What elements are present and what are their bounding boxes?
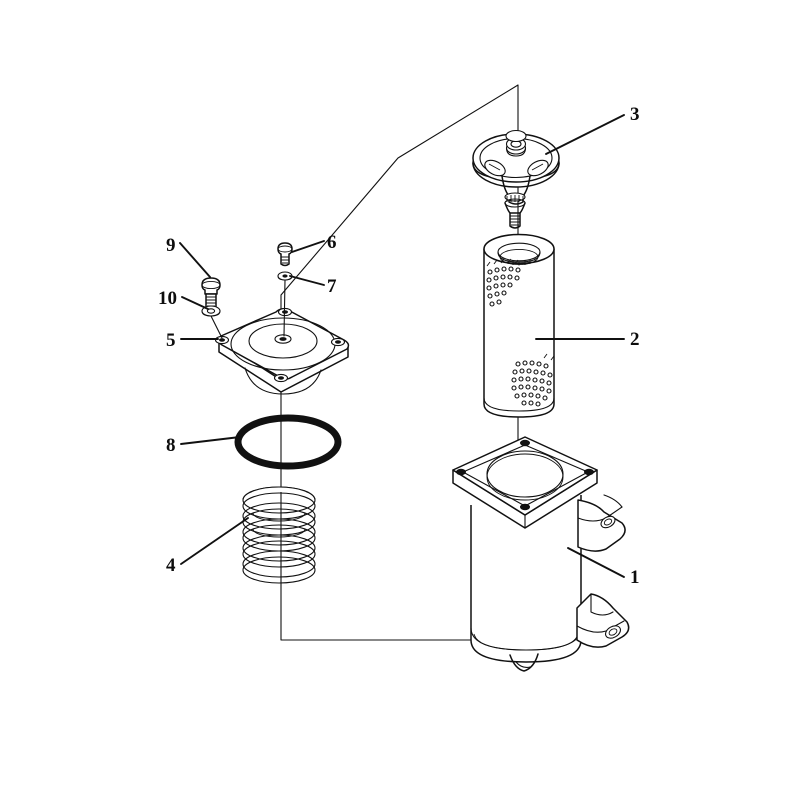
part-o-ring-seal bbox=[234, 414, 342, 470]
filter-perforation-lower bbox=[511, 353, 555, 407]
callout-label-2: 2 bbox=[630, 329, 640, 350]
part-drain-plug-bolt bbox=[201, 277, 221, 311]
part-cover-plate bbox=[214, 307, 350, 395]
section-reference-plane bbox=[280, 84, 519, 641]
cover-plate-bolt-holes bbox=[214, 307, 346, 383]
part-compression-spring bbox=[242, 486, 316, 584]
housing-bracket-upper bbox=[577, 494, 626, 552]
callout-label-6: 6 bbox=[327, 232, 337, 253]
housing-bracket-lower bbox=[576, 593, 630, 648]
part-filter-housing-bowl bbox=[452, 436, 630, 672]
bolt-shaft bbox=[210, 315, 223, 339]
part-filter-element bbox=[483, 233, 555, 418]
part-bypass-valve-assembly bbox=[472, 129, 560, 229]
callout-label-8: 8 bbox=[166, 435, 176, 456]
callout-label-7: 7 bbox=[327, 276, 337, 297]
part-plug bbox=[277, 242, 293, 267]
housing-mounting-flange bbox=[452, 436, 598, 529]
callout-label-3: 3 bbox=[630, 104, 640, 125]
callout-label-5: 5 bbox=[166, 330, 176, 351]
plug-centre-shaft bbox=[283, 279, 286, 337]
callout-label-1: 1 bbox=[630, 567, 640, 588]
callout-label-10: 10 bbox=[158, 288, 177, 309]
filter-perforation-upper bbox=[486, 258, 521, 307]
callout-label-9: 9 bbox=[166, 235, 176, 256]
callout-label-4: 4 bbox=[166, 555, 176, 576]
callout-leader-lines bbox=[179, 114, 625, 578]
